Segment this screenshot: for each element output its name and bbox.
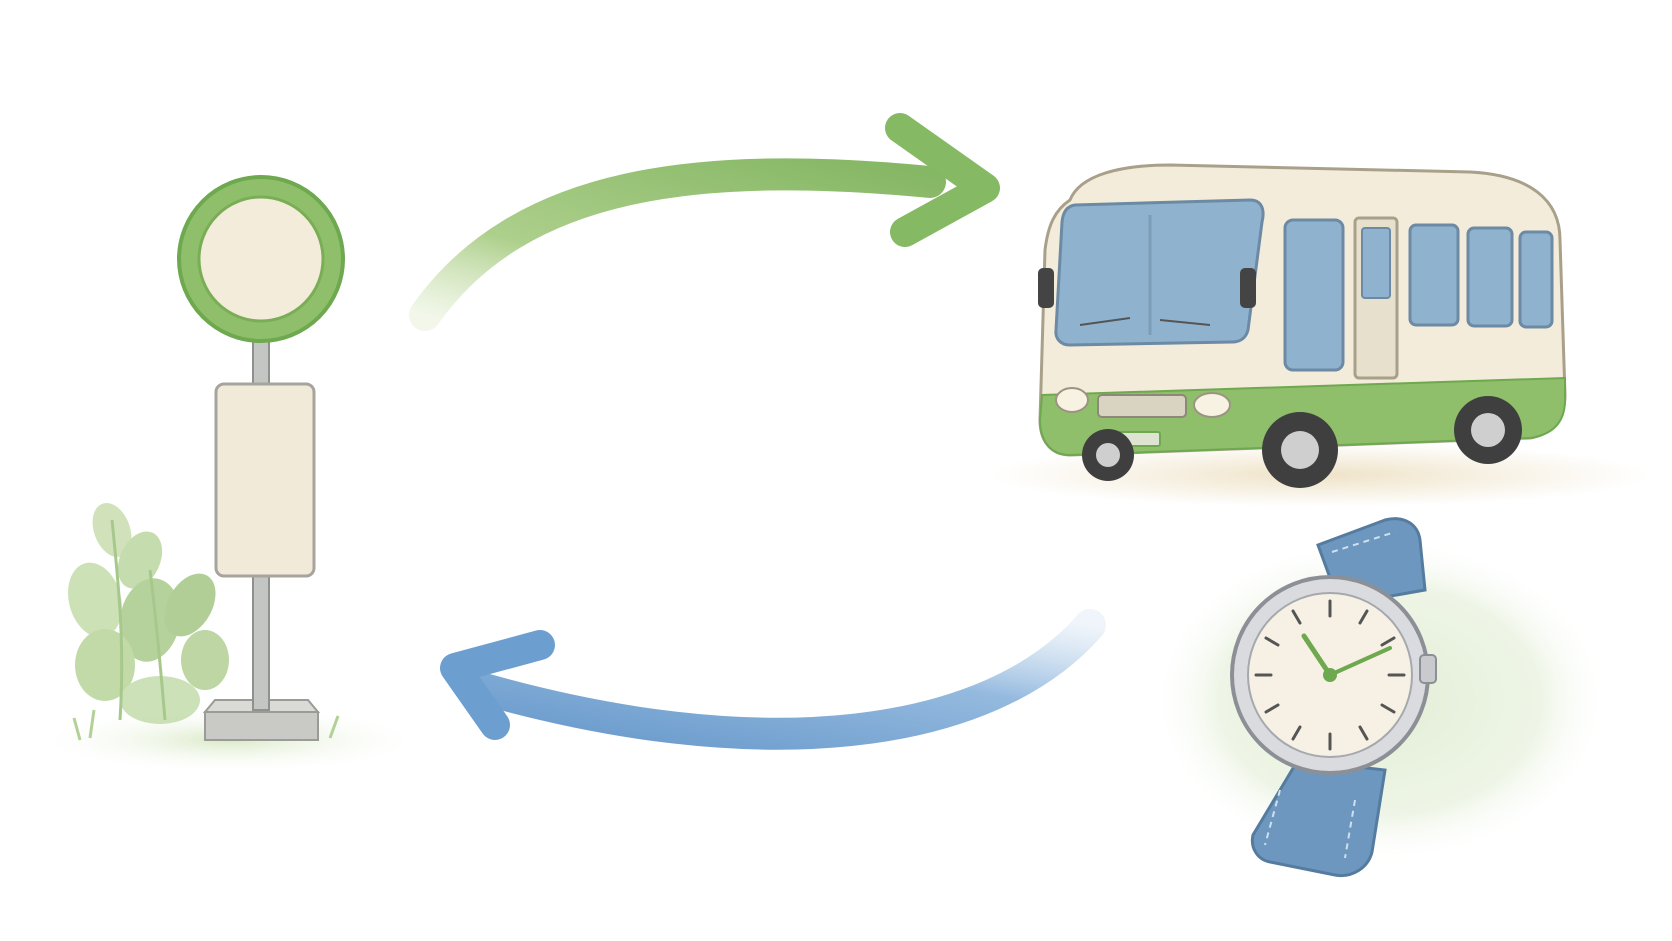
bus-windshield xyxy=(1054,198,1265,347)
arrow-left-icon xyxy=(440,609,1106,750)
bus-stop-timetable-panel xyxy=(214,382,316,578)
bus-side-window xyxy=(1408,223,1460,327)
bus-stop-icon xyxy=(30,175,430,774)
bus-side-window xyxy=(1283,218,1345,372)
bush-leaves xyxy=(68,502,340,741)
bus-wheel xyxy=(1262,412,1338,488)
watch-minute-hand xyxy=(1328,646,1392,677)
bus-headlight xyxy=(1055,387,1089,413)
arrow-right-icon xyxy=(409,113,1000,331)
bus-mirror-right xyxy=(1240,268,1256,308)
bus-wheel xyxy=(1082,429,1134,481)
bus-side-window xyxy=(1518,230,1554,329)
watch-hour-hand xyxy=(1301,633,1333,678)
bus-wheel xyxy=(1454,396,1522,464)
bus-side-window xyxy=(1466,226,1514,328)
bus-mirror-left xyxy=(1038,268,1054,308)
bus-stop-base xyxy=(204,711,319,741)
watch-crown xyxy=(1419,654,1437,684)
wristwatch-icon xyxy=(1150,517,1610,878)
bus-grille xyxy=(1097,394,1187,418)
minibus-icon xyxy=(990,163,1650,507)
watch-center-pin xyxy=(1323,668,1337,682)
bus-headlight xyxy=(1193,392,1231,418)
watch-strap-bottom xyxy=(1250,758,1387,878)
watch-hour-markers xyxy=(1254,599,1406,751)
